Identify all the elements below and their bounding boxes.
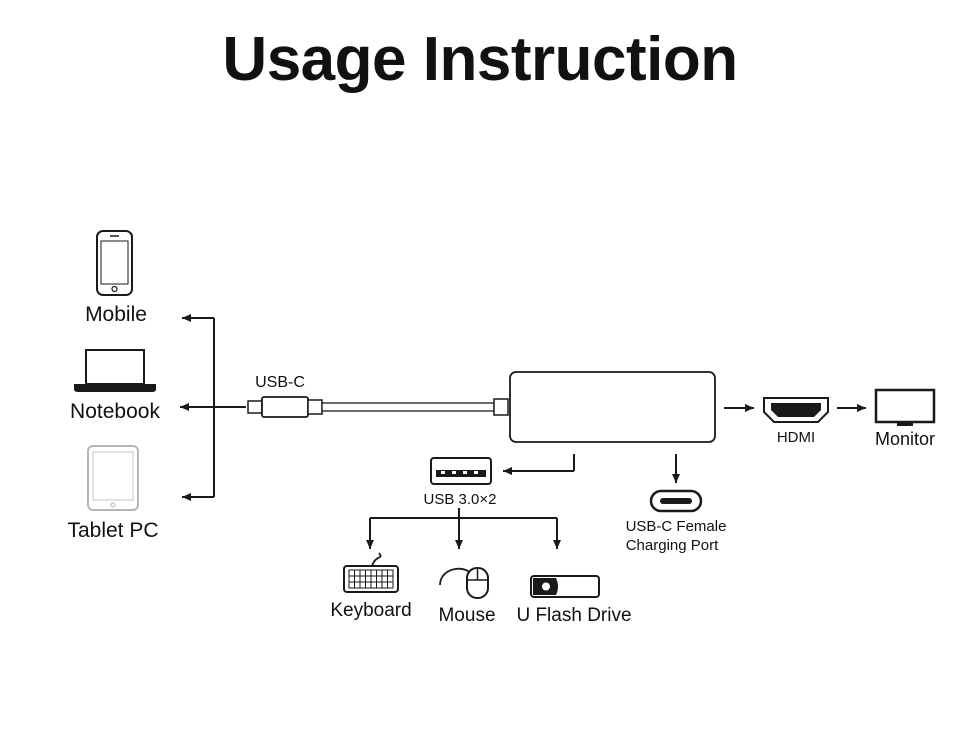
mobile-label: Mobile: [85, 303, 147, 326]
notebook-icon: [74, 349, 156, 392]
charging-port-label-line2: Charging Port: [626, 537, 719, 554]
hdmi-port-icon: [763, 397, 829, 423]
notebook-label: Notebook: [70, 400, 160, 423]
usb-branch-line: [503, 454, 575, 475]
hub-body: [509, 371, 716, 443]
mouse-icon: [439, 567, 489, 599]
flash-drive-icon: [530, 575, 600, 598]
usb-ports-label: USB 3.0×2: [424, 491, 497, 508]
device-connector-lines: [180, 314, 246, 501]
keyboard-icon: [343, 552, 399, 593]
monitor-icon: [874, 388, 936, 426]
mobile-icon: [96, 230, 133, 296]
page-title: Usage Instruction: [222, 25, 738, 94]
usb-c-port-icon: [649, 489, 703, 513]
mouse-label: Mouse: [438, 605, 495, 626]
usb-c-cable: [247, 396, 509, 418]
peripheral-branch-lines: [366, 508, 561, 549]
usb-c-cable-label: USB-C: [255, 374, 305, 391]
usb-a-port-icon: [430, 457, 492, 485]
hdmi-label: HDMI: [777, 429, 815, 446]
flash-drive-label: U Flash Drive: [516, 605, 631, 626]
keyboard-label: Keyboard: [330, 600, 411, 621]
monitor-label: Monitor: [875, 429, 935, 449]
tablet-label: Tablet PC: [67, 519, 158, 542]
charging-port-label-line1: USB-C Female: [626, 518, 727, 535]
tablet-icon: [87, 445, 139, 511]
